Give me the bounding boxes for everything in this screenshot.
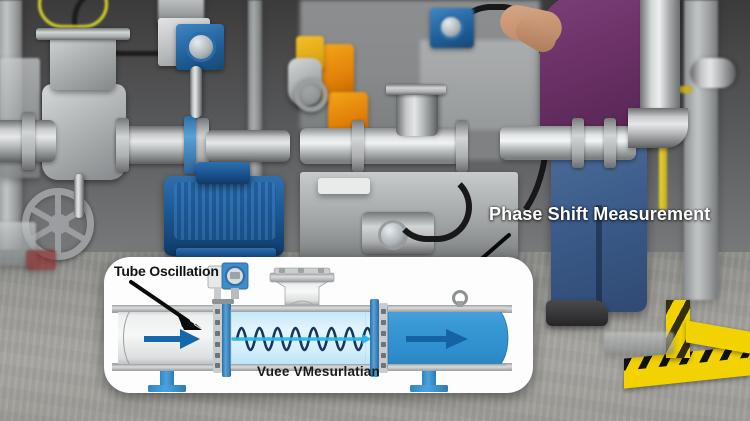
tube-oscillation-label: Tube Oscillation (114, 263, 219, 279)
stainless-elbow-right (628, 108, 688, 148)
black-hose-lower (392, 172, 472, 242)
diagram-caption: Vuee VMesurlatian (257, 364, 380, 379)
motor-terminal-box (196, 162, 250, 184)
valve-stem (74, 174, 84, 218)
stainless-flange-e (352, 120, 364, 172)
outlet-flow-arrow (406, 329, 468, 349)
floor-box-left-2 (26, 250, 56, 270)
operator-trouser-seam (596, 205, 602, 310)
transmitter-right-display (438, 14, 464, 40)
stainless-tee-flange (386, 84, 446, 95)
handwheel-hub (49, 214, 69, 234)
main-pipe-center (206, 130, 290, 162)
gate-valve-body (42, 84, 126, 180)
inlet-flow-arrow (144, 329, 200, 349)
measurement-principle-card: Tube Oscillation Vuee VMesurlatian (104, 257, 533, 393)
coriolis-meter-diagram (112, 262, 512, 392)
pipe-flange-d (184, 116, 196, 174)
barrier-backplate (604, 332, 674, 354)
tube-oscillation-arrow-icon (129, 280, 202, 330)
phase-shift-measurement-label: Phase Shift Measurement (489, 204, 711, 224)
diagram-transmitter (207, 262, 249, 304)
small-handwheel-center (294, 78, 328, 112)
structural-column-right (684, 0, 718, 300)
stainless-branch-upper-right (690, 58, 736, 88)
operator-shoe (546, 300, 608, 326)
pipe-flange-a (22, 112, 35, 170)
transmitter-display-photo (186, 32, 216, 62)
yellow-cable-top (38, 0, 108, 28)
transmitter-neck-photo (190, 66, 202, 118)
pipe-flange-c (196, 118, 209, 172)
stainless-flange-g (572, 118, 584, 168)
motor-cooling-fins (174, 182, 276, 240)
enclosure-label-plate (318, 178, 370, 194)
gate-valve-top-flange (36, 28, 130, 40)
stainless-flange-h (604, 118, 616, 168)
pipe-flange-b (116, 118, 129, 172)
